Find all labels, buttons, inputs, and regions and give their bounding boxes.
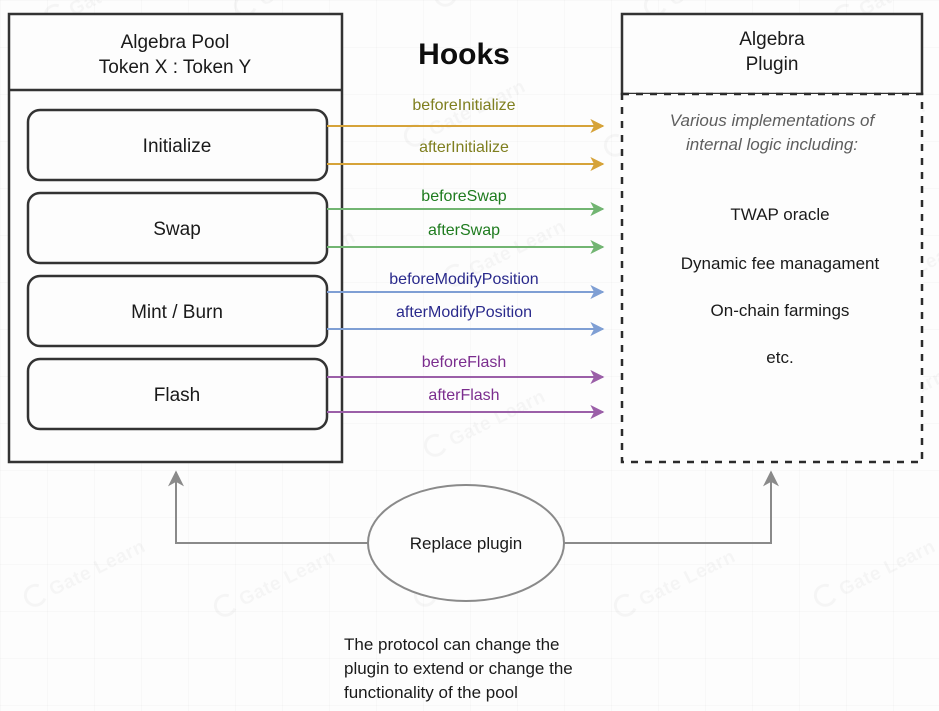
plugin-item: On-chain farmings <box>711 301 850 320</box>
replace-connector-left <box>168 470 370 544</box>
operation-label: Swap <box>153 219 201 240</box>
hook-label-after: afterInitialize <box>419 139 509 156</box>
hook-label-after: afterModifyPosition <box>396 304 532 321</box>
plugin-item: Dynamic fee managament <box>681 254 880 273</box>
hook-arrow-group-swap: beforeSwap afterSwap <box>327 188 605 254</box>
hook-arrow-group-initialize: beforeInitialize afterInitialize <box>327 97 605 171</box>
operation-label: Mint / Burn <box>131 302 223 323</box>
plugin-note-line2: internal logic including: <box>686 135 858 154</box>
hook-label-after: afterFlash <box>428 387 499 404</box>
pool-operation-mint-burn[interactable]: Mint / Burn <box>26 274 329 348</box>
caption-group: The protocol can change the plugin to ex… <box>344 635 573 702</box>
algebra-plugin-group: Algebra Plugin Various implementations o… <box>620 12 924 464</box>
operation-label: Flash <box>154 385 200 406</box>
plugin-item: etc. <box>766 348 793 367</box>
caption-line: The protocol can change the <box>344 635 559 654</box>
hooks-title: Hooks <box>418 38 510 71</box>
hook-label-before: beforeModifyPosition <box>389 271 538 288</box>
operation-box[interactable] <box>26 108 329 182</box>
hook-label-before: beforeFlash <box>422 354 507 371</box>
pool-operation-initialize[interactable]: Initialize <box>26 108 329 182</box>
operation-box[interactable] <box>26 357 329 431</box>
pool-header-line2: Token X : Token Y <box>99 57 252 78</box>
pool-operation-swap[interactable]: Swap <box>26 191 329 265</box>
hook-arrow-group-flash: beforeFlash afterFlash <box>327 354 605 419</box>
plugin-header-line1: Algebra <box>739 29 805 50</box>
hook-label-before: beforeSwap <box>421 188 506 205</box>
pool-operation-flash[interactable]: Flash <box>26 357 329 431</box>
replace-plugin-flow: Replace plugin <box>168 470 779 602</box>
plugin-header-line2: Plugin <box>746 54 799 75</box>
operation-label: Initialize <box>143 136 212 157</box>
operation-box[interactable] <box>26 191 329 265</box>
replace-plugin-label: Replace plugin <box>410 534 522 553</box>
operation-box[interactable] <box>26 274 329 348</box>
plugin-header-box <box>620 12 924 96</box>
hook-label-after: afterSwap <box>428 222 500 239</box>
caption-line: plugin to extend or change the <box>344 659 573 678</box>
algebra-pool-group: Algebra Pool Token X : Token Y Initializ… <box>7 12 344 464</box>
caption-line: functionality of the pool <box>344 683 518 702</box>
plugin-item: TWAP oracle <box>730 205 829 224</box>
hook-arrow-group-modify-position: beforeModifyPosition afterModifyPosition <box>327 271 605 336</box>
plugin-body-box <box>620 92 924 464</box>
replace-plugin-ellipse[interactable] <box>367 484 565 602</box>
hook-label-before: beforeInitialize <box>412 97 515 114</box>
replace-connector-right <box>562 470 779 544</box>
plugin-note-line1: Various implementations of <box>670 111 877 130</box>
pool-header-line1: Algebra Pool <box>121 32 230 53</box>
